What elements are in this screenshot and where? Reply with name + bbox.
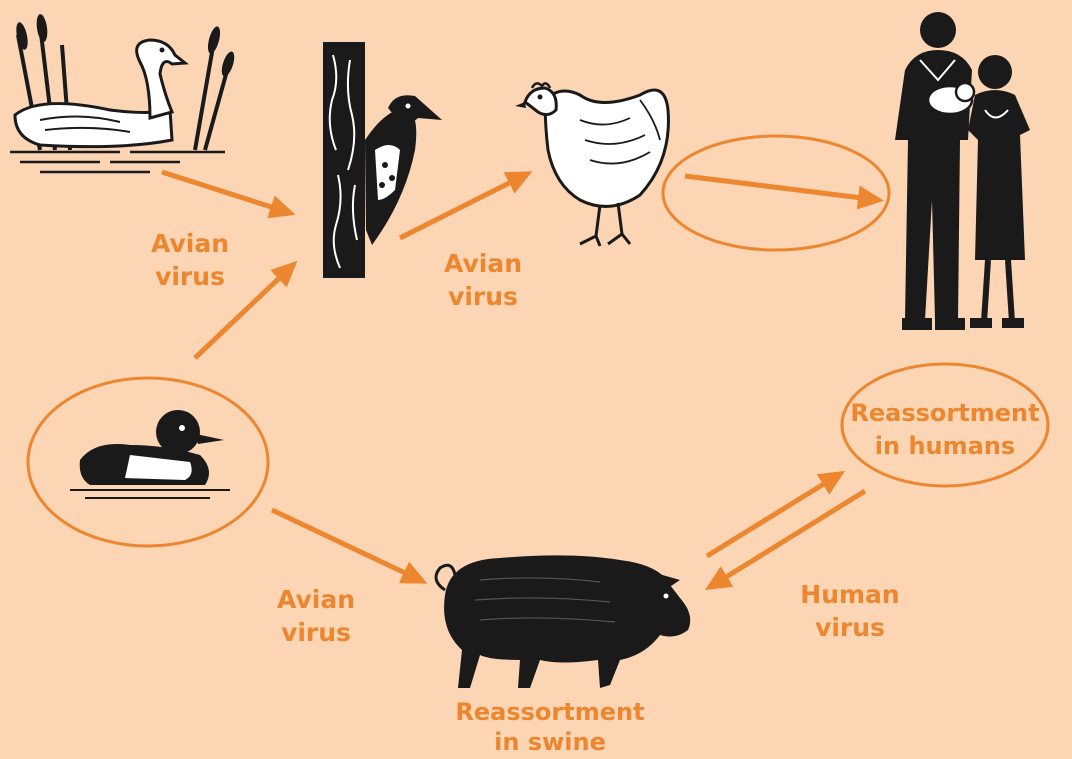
swan-icon [10, 13, 237, 172]
label-line: virus [433, 280, 533, 313]
label-line: Human [790, 578, 910, 611]
chicken-icon [515, 83, 668, 246]
duck-icon [28, 378, 268, 546]
label-avian-virus-chicken: Avian virus [433, 247, 533, 313]
poultry-to-human-circle [663, 136, 889, 250]
label-line: in humans [845, 430, 1045, 463]
arrow-swan-to-woodpecker [162, 172, 290, 213]
label-avian-virus-swine: Avian virus [266, 583, 366, 649]
label-reassortment-swine: Reassortment in swine [440, 697, 660, 757]
label-line: Reassortment [440, 697, 660, 727]
woodpecker-icon [323, 42, 442, 278]
label-reassortment-humans: Reassortment in humans [845, 397, 1045, 463]
arrow-woodpecker-to-chicken [400, 174, 527, 238]
label-line: Reassortment [845, 397, 1045, 430]
label-avian-virus-swan: Avian virus [140, 227, 240, 293]
label-line: Avian [433, 247, 533, 280]
human-family-icon [895, 12, 1030, 330]
label-line: virus [140, 260, 240, 293]
label-line: in swine [440, 727, 660, 757]
pig-icon [436, 555, 690, 688]
label-line: virus [266, 616, 366, 649]
label-line: Avian [140, 227, 240, 260]
label-human-virus: Human virus [790, 578, 910, 644]
arrow-pig-to-humans [707, 474, 840, 556]
label-line: Avian [266, 583, 366, 616]
arrow-chicken-to-humans [685, 176, 878, 200]
arrow-duck-to-pig [272, 510, 422, 581]
label-line: virus [790, 611, 910, 644]
